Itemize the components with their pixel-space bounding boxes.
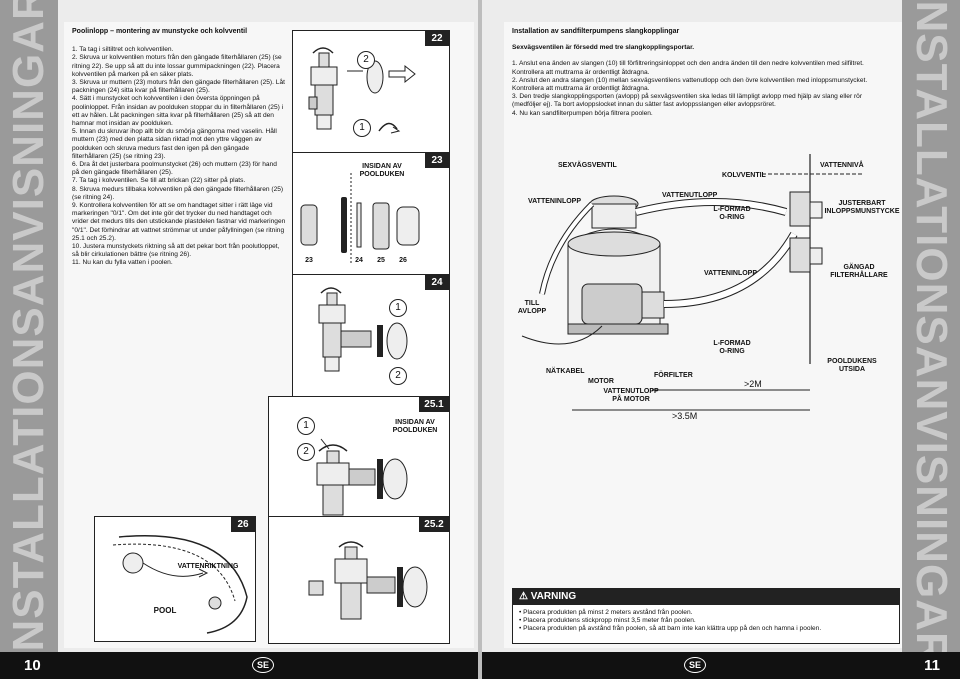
valve-handle-detail-illustration xyxy=(308,541,428,620)
left-footer: 10 SE xyxy=(0,652,478,679)
step-item: 2. Skruva ur kolvventilen moturs från de… xyxy=(72,54,282,78)
valve-assembly-illustration xyxy=(318,287,408,372)
side-title-left: INSTALLATIONSANVISNINGAR xyxy=(4,0,53,652)
label-water-level: VATTENNIVÅ xyxy=(820,162,864,169)
figure-number: 25.1 xyxy=(419,397,449,412)
step-item: 1. Ta tag i siltiltret och kolvventilen. xyxy=(72,46,174,54)
right-step: 2. Anslut den andra slangen (10) mellan … xyxy=(512,76,868,93)
step-item: 4. Sätt i munstycket och kolvventilen i … xyxy=(72,95,284,128)
left-content: Poolinlopp – montering av munstycke och … xyxy=(64,22,474,648)
label-motor: MOTOR xyxy=(588,378,614,385)
right-footer: SE 11 xyxy=(482,652,960,679)
figure-24: 24 1 2 xyxy=(292,274,450,402)
warning-item: • Placera produkten på minst 2 meters av… xyxy=(519,609,693,616)
figure-25-1: 25.1 INSIDAN AV POOLDUKEN 1 2 xyxy=(268,396,450,522)
part-number: 25 xyxy=(377,257,385,264)
part-number: 23 xyxy=(305,257,313,264)
callout-2: 2 xyxy=(357,51,375,69)
part-number: 24 xyxy=(355,257,363,264)
left-text-column: Poolinlopp – montering av munstycke och … xyxy=(72,28,286,268)
step-item: 7. Ta tag i kolvventilen. Se till att br… xyxy=(72,177,246,185)
label-l-oring-top: L-FORMAD O-RING xyxy=(713,206,751,221)
label-water-inlet-top: VATTENINLOPP xyxy=(528,198,582,205)
installation-diagram: SEXVÄGSVENTIL KOLVVENTIL VATTENNIVÅ VATT… xyxy=(512,154,902,434)
warning-item: • Placera produkten på avstånd från pool… xyxy=(519,625,822,633)
step-item: 5. Innan du skruvar ihop allt bör du smö… xyxy=(72,128,277,160)
label-to-drain: TILL AVLOPP xyxy=(517,300,547,315)
figure-22: 22 1 2 xyxy=(292,30,450,162)
figure-25-2: 25.2 xyxy=(268,516,450,644)
side-title-right: INSTALLATIONSANVISNINGAR xyxy=(907,0,956,652)
callout-1: 1 xyxy=(297,417,315,435)
left-steps: 1. Ta tag i siltiltret och kolvventilen.… xyxy=(72,46,286,267)
water-direction-illustration xyxy=(112,535,248,634)
step-item: 8. Skruva medurs tillbaka kolvventilen p… xyxy=(72,185,284,201)
left-page: INSTALLATIONSANVISNINGAR Poolinlopp – mo… xyxy=(0,0,478,652)
label-water-inlet-mid: VATTENINLOPP xyxy=(704,270,758,277)
step-item: 11. Nu kan du fylla vatten i poolen. xyxy=(72,259,173,267)
page-number-left: 10 xyxy=(24,657,41,674)
label-distance-3-5m: >3.5M xyxy=(672,411,698,421)
right-step: 3. Den tredje slangkopplingsporten (avlo… xyxy=(512,93,863,109)
figure-number: 22 xyxy=(425,31,449,46)
right-text-block: Installation av sandfilterpumpens slangk… xyxy=(512,28,892,118)
lang-badge-right: SE xyxy=(684,657,706,673)
figure-23: 23 INSIDAN AV POOLDUKEN 23 24 25 26 xyxy=(292,152,450,280)
right-side-banner: INSTALLATIONSANVISNINGAR xyxy=(902,0,960,652)
label-distance-2m: >2M xyxy=(744,379,762,389)
label-adjustable-nozzle: JUSTERBART INLOPPSMUNSTYCKE xyxy=(824,200,900,215)
valve-handle-illustration xyxy=(316,438,408,516)
label-liner-outside: POOLDUKENS UTSIDA xyxy=(827,358,877,373)
right-subheading: Sexvägsventilen är försedd med tre slang… xyxy=(512,44,695,52)
left-side-banner: INSTALLATIONSANVISNINGAR xyxy=(0,0,58,652)
label-motor-outlet: VATTENUTLOPP PÅ MOTOR xyxy=(603,388,659,403)
figure-26: 26 VATTENRIKTNING POOL xyxy=(94,516,256,642)
valve-disassembly-illustration xyxy=(308,47,416,134)
right-page: INSTALLATIONSANVISNINGAR Installation av… xyxy=(482,0,960,652)
label-power-cord: NÄTKABEL xyxy=(546,368,585,375)
warning-body: • Placera produkten på minst 2 meters av… xyxy=(513,605,899,638)
label-water-outlet: VATTENUTLOPP xyxy=(662,192,718,199)
step-item: 3. Skruva ur muttern (23) moturs från de… xyxy=(72,79,285,95)
step-item: 10. Justera munstyckets riktning så att … xyxy=(72,243,280,259)
lang-badge-left: SE xyxy=(252,657,274,673)
warning-header: ⚠ VARNING xyxy=(513,589,899,605)
page-number-right: 11 xyxy=(924,657,940,674)
right-content: Installation av sandfilterpumpens slangk… xyxy=(504,22,902,648)
figure-number: 25.2 xyxy=(419,517,449,532)
warning-item: • Placera produktens stickpropp minst 3,… xyxy=(519,617,696,625)
inlet-parts-illustration xyxy=(300,173,420,263)
right-heading: Installation av sandfilterpumpens slangk… xyxy=(512,28,680,35)
warning-triangle-icon: ⚠ xyxy=(519,591,531,602)
inside-liner-label: INSIDAN AV POOLDUKEN xyxy=(359,163,405,178)
label-six-way-valve: SEXVÄGSVENTIL xyxy=(558,162,617,169)
pump-hose-illustration xyxy=(521,154,862,411)
warning-title: VARNING xyxy=(530,591,577,602)
book-spine xyxy=(478,0,482,679)
part-number: 26 xyxy=(399,257,407,264)
label-l-oring-bottom: L-FORMAD O-RING xyxy=(713,340,751,355)
warning-box: ⚠ VARNING • Placera produkten på minst 2… xyxy=(512,588,900,644)
left-heading: Poolinlopp – montering av munstycke och … xyxy=(72,28,248,35)
label-plunger-valve: KOLVVENTIL xyxy=(722,172,766,179)
right-step: 4. Nu kan sandfilterpumpen börja filtrer… xyxy=(512,109,653,117)
callout-1: 1 xyxy=(389,299,407,317)
figure-number: 26 xyxy=(231,517,255,532)
callout-2: 2 xyxy=(389,367,407,385)
water-direction-label: VATTENRIKTNING xyxy=(177,563,239,570)
figure-number: 24 xyxy=(425,275,449,290)
step-item: 6. Dra åt det justerbara poolmunstycket … xyxy=(72,161,277,177)
right-step: 1. Anslut ena änden av slangen (10) till… xyxy=(512,60,864,76)
figure-number: 23 xyxy=(425,153,449,168)
step-item: 9. Kontrollera kolvventilen för att se o… xyxy=(72,202,286,242)
label-prefilter: FÖRFILTER xyxy=(654,372,693,379)
callout-2: 2 xyxy=(297,443,315,461)
label-threaded-strainer: GÄNGAD FILTERHÅLLARE xyxy=(830,264,888,279)
callout-1: 1 xyxy=(353,119,371,137)
pool-label: POOL xyxy=(153,606,177,615)
inside-liner-label: INSIDAN AV POOLDUKEN xyxy=(392,419,438,434)
